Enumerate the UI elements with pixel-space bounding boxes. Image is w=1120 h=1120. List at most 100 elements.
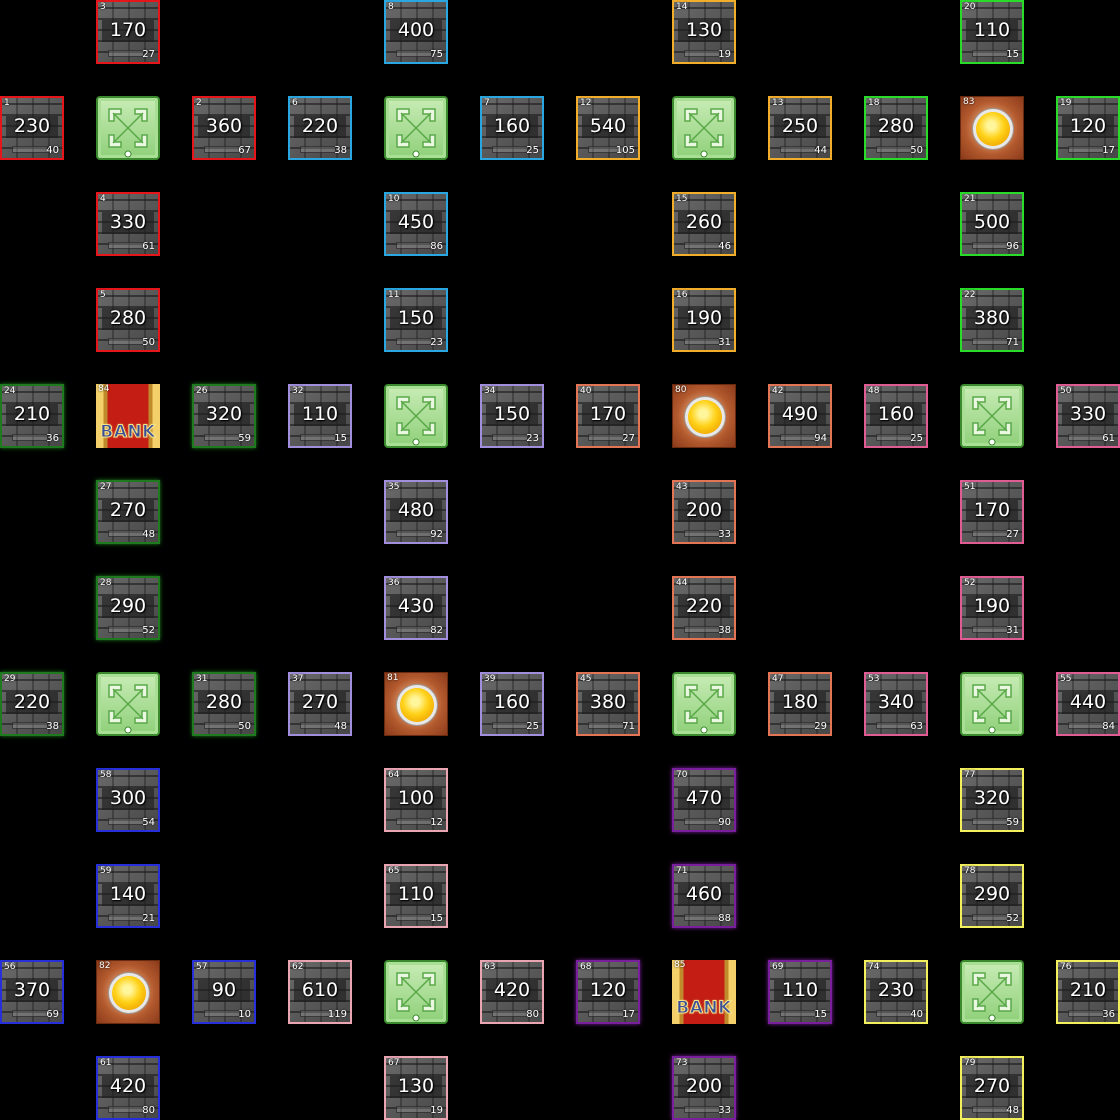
junction-tile[interactable] [384,96,448,160]
coin-tile[interactable]: 81 [384,672,448,736]
junction-tile[interactable] [384,384,448,448]
tile-index: 81 [387,673,399,683]
junction-tile[interactable] [96,96,160,160]
tile-price: 100 [397,787,435,809]
price-plate [102,212,154,234]
junction-tile[interactable] [960,672,1024,736]
junction-tile[interactable] [960,384,1024,448]
ownership-bar [12,1010,48,1017]
ownership-bar [300,146,336,153]
junction-tile[interactable] [672,96,736,160]
junction-tile[interactable] [672,672,736,736]
junction-tile[interactable] [960,960,1024,1024]
price-plate [966,308,1018,330]
coin-tile[interactable]: 83 [960,96,1024,160]
tile-rent: 25 [910,433,923,444]
tile-index: 6 [292,98,298,108]
tile-price: 120 [589,979,627,1001]
junction-tile[interactable] [384,960,448,1024]
tile-rent: 105 [615,145,635,156]
ownership-bar [684,914,720,921]
ownership-bar [588,1010,624,1017]
tile-price: 280 [205,691,243,713]
coin-tile[interactable]: 82 [96,960,160,1024]
tile-index: 84 [98,384,110,394]
ownership-bar [876,1010,912,1017]
tile-index: 57 [196,962,208,972]
coin-tile[interactable]: 80 [672,384,736,448]
price-plate [678,884,730,906]
tile-index: 15 [676,194,688,204]
tile-index: 76 [1060,962,1072,972]
tile-rent: 44 [814,145,827,156]
junction-tile[interactable] [96,672,160,736]
